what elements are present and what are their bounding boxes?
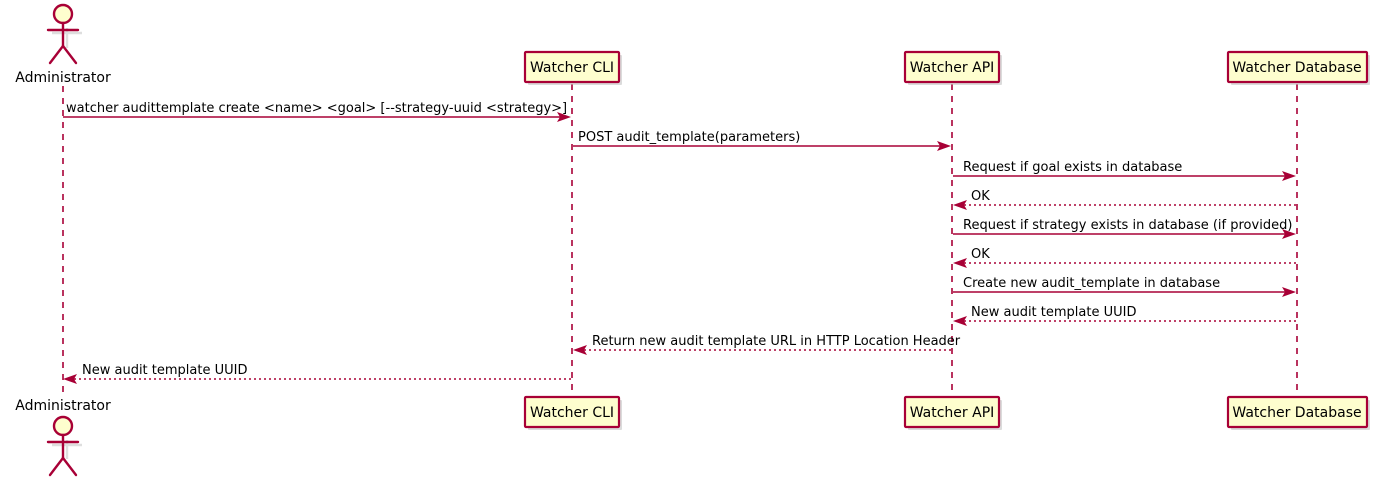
actor-label-administrator-top: Administrator (15, 70, 111, 86)
message-label: OK (971, 189, 990, 204)
participant-watcher-api-top[interactable]: Watcher API (903, 50, 1002, 85)
message-label: New audit template UUID (971, 305, 1136, 320)
message-label: New audit template UUID (82, 363, 247, 378)
message-label: POST audit_template(parameters) (578, 130, 800, 145)
actor-head-icon-top (52, 3, 74, 25)
participant-box[interactable] (523, 50, 621, 84)
message-label: Create new audit_template in database (963, 276, 1220, 291)
message-2[interactable]: POST audit_template(parameters) (573, 130, 951, 151)
message-9[interactable]: Return new audit template URL in HTTP Lo… (573, 334, 961, 355)
actor-head-icon-bottom (52, 415, 74, 437)
arrowhead-left-icon (63, 374, 77, 384)
participant-label-watcher-cli-top: Watcher CLI (530, 60, 614, 76)
message-8[interactable]: New audit template UUID (953, 305, 1296, 326)
message-1[interactable]: watcher audittemplate create <name> <goa… (63, 101, 571, 122)
actor-body-icon-top (46, 21, 80, 65)
participant-box[interactable] (1226, 50, 1369, 84)
arrowhead-right-icon (937, 141, 951, 151)
participant-watcher-cli-top[interactable]: Watcher CLI (523, 50, 622, 85)
message-6[interactable]: OK (953, 247, 1296, 268)
actor-label-administrator-bottom: Administrator (15, 398, 111, 414)
participant-label-watcher-api-bottom: Watcher API (910, 405, 995, 421)
participant-watcher-api-bottom[interactable]: Watcher API (903, 395, 1002, 430)
message-4[interactable]: OK (953, 189, 1296, 210)
participant-box[interactable] (903, 50, 1001, 84)
actor-administrator-top[interactable]: Administrator (15, 3, 111, 86)
participant-box[interactable] (1226, 395, 1369, 429)
lifelines (62, 84, 1298, 396)
actor-body-icon-bottom (46, 433, 80, 477)
message-label: OK (971, 247, 990, 262)
arrowhead-left-icon (953, 316, 967, 326)
arrowhead-right-icon (1282, 171, 1296, 181)
arrowhead-right-icon (557, 112, 571, 122)
participant-watcher-cli-bottom[interactable]: Watcher CLI (523, 395, 622, 430)
arrowhead-left-icon (953, 200, 967, 210)
participant-label-watcher-database-bottom: Watcher Database (1232, 405, 1361, 421)
participant-label-watcher-database-top: Watcher Database (1232, 60, 1361, 76)
actor-shadow-top (52, 28, 82, 48)
actor-administrator-bottom[interactable]: Administrator (15, 398, 111, 477)
message-3[interactable]: Request if goal exists in database (953, 160, 1296, 181)
arrowhead-right-icon (1282, 287, 1296, 297)
message-label: Request if goal exists in database (963, 160, 1182, 175)
participant-label-watcher-cli-bottom: Watcher CLI (530, 405, 614, 421)
arrowhead-right-icon (1282, 229, 1296, 239)
message-5[interactable]: Request if strategy exists in database (… (953, 218, 1296, 239)
participant-watcher-database-top[interactable]: Watcher Database (1226, 50, 1370, 85)
arrowhead-left-icon (953, 258, 967, 268)
arrowhead-left-icon (573, 345, 587, 355)
message-label: Request if strategy exists in database (… (963, 218, 1292, 233)
message-label: Return new audit template URL in HTTP Lo… (592, 334, 961, 349)
participant-label-watcher-api-top: Watcher API (910, 60, 995, 76)
participant-box[interactable] (903, 395, 1001, 429)
message-7[interactable]: Create new audit_template in database (953, 276, 1296, 297)
participant-box[interactable] (523, 395, 621, 429)
participant-watcher-database-bottom[interactable]: Watcher Database (1226, 395, 1370, 430)
message-label: watcher audittemplate create <name> <goa… (66, 101, 567, 116)
message-10[interactable]: New audit template UUID (63, 363, 571, 384)
